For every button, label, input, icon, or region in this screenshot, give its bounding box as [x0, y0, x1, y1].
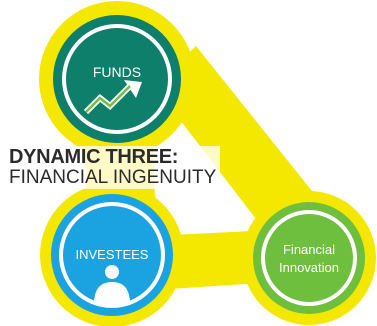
- innovation-core: [265, 214, 353, 302]
- investees-core: [63, 206, 161, 304]
- growth-arrow-icon: [83, 80, 142, 115]
- investees-label: INVESTEES: [76, 247, 149, 262]
- diagram-heading: DYNAMIC THREE: FINANCIAL INGENUITY: [9, 146, 221, 189]
- funds-label: FUNDS: [93, 64, 141, 80]
- innovation-label-line1: Financial: [283, 242, 335, 257]
- innovation-node: Financial Innovation: [242, 191, 376, 325]
- investees-node: INVESTEES: [40, 183, 184, 326]
- heading-subtitle: FINANCIAL INGENUITY: [9, 167, 217, 188]
- heading-title: DYNAMIC THREE:: [9, 146, 179, 168]
- innovation-label-line2: Innovation: [279, 260, 339, 275]
- funds-node: FUNDS: [39, 1, 195, 157]
- person-icon: [94, 265, 130, 304]
